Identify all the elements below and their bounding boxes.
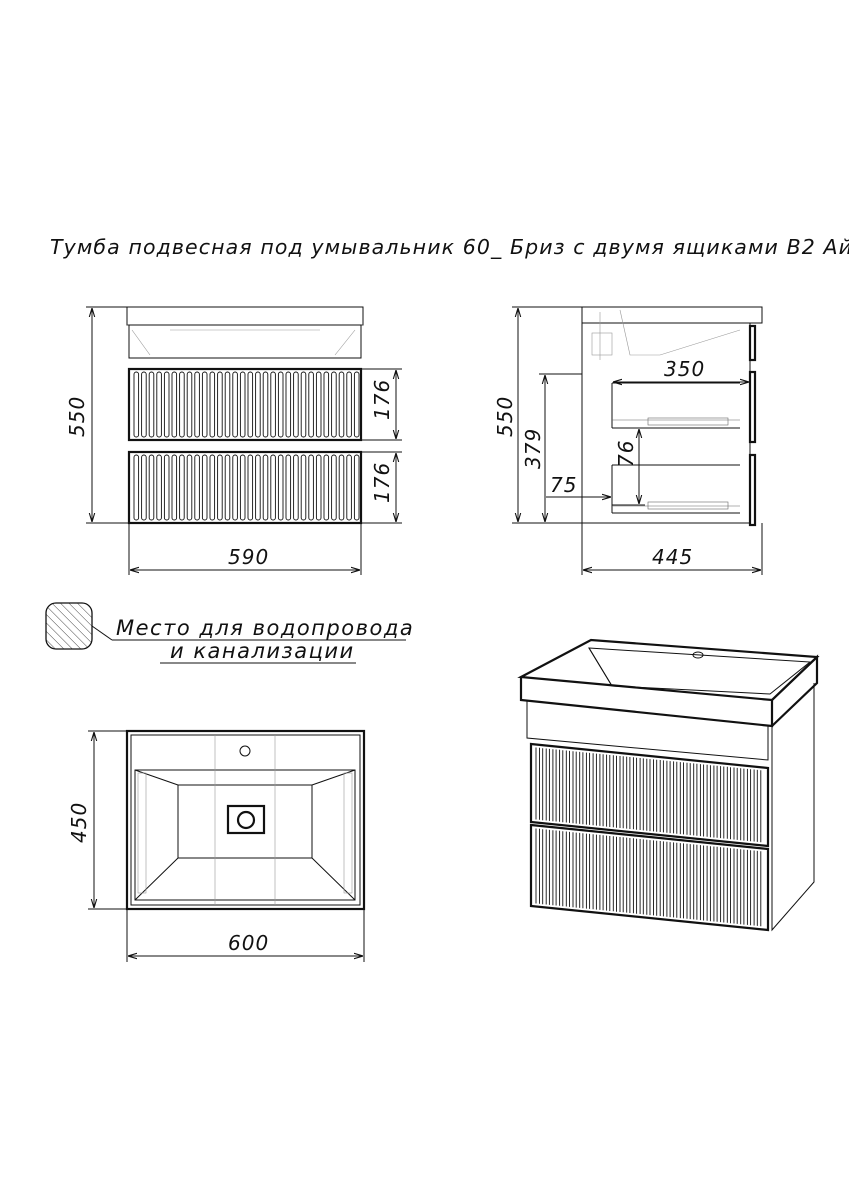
hatch-swatch	[45, 602, 93, 650]
front-drawer-bottom	[127, 450, 363, 525]
top-view: 450 600	[67, 729, 366, 962]
legend: Место для водопровода и канализации	[45, 602, 414, 664]
side-view: 550 379 75 76 350 445	[493, 306, 763, 575]
isometric-view	[517, 638, 820, 932]
legend-line-2: и канализации	[170, 639, 355, 663]
side-bottom-offset-label: 75	[550, 473, 577, 497]
top-depth-label: 450	[67, 802, 91, 843]
drawing-title: Тумба подвесная под умывальник 60_ Бриз …	[50, 235, 849, 260]
front-drawer-bottom-height-label: 176	[370, 462, 394, 503]
legend-line-1: Место для водопровода	[116, 616, 414, 640]
front-width-label: 590	[228, 545, 269, 569]
front-view: 550 176 176 590	[65, 306, 402, 575]
side-drawer-height-label: 76	[614, 440, 638, 467]
side-depth-label: 445	[652, 545, 693, 569]
side-inner-depth-label: 350	[664, 357, 705, 381]
top-width-label: 600	[228, 931, 269, 955]
front-drawer-top	[127, 367, 363, 442]
side-drawer-level-label: 379	[521, 428, 545, 469]
front-height-label: 550	[65, 396, 89, 437]
front-drawer-top-height-label: 176	[370, 379, 394, 420]
side-height-label: 550	[493, 396, 517, 437]
